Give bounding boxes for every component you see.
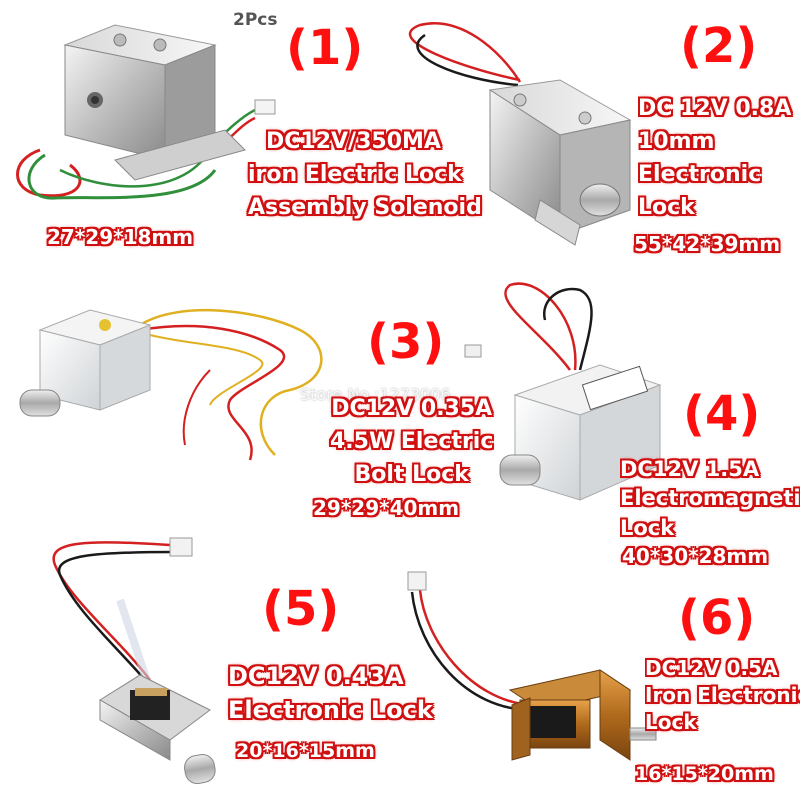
spec-line: Lock: [645, 710, 697, 734]
product-3-image: [19, 308, 323, 461]
spec-line: Electronic Lock: [228, 695, 433, 724]
product-2-number: (2): [680, 18, 758, 74]
spec-line: iron Electric Lock: [248, 162, 462, 187]
product-5-size: 20*16*15mm: [236, 740, 375, 762]
spec-line: DC12V 0.35A: [331, 396, 493, 421]
product-6-spec: DC12V 0.5A Iron Electronic Lock: [645, 655, 800, 736]
spec-line: DC 12V 0.8A: [638, 96, 792, 121]
product-3-spec: DC12V 0.35A 4.5W Electric Bolt Lock: [330, 392, 493, 491]
product-3-number: (3): [367, 314, 445, 370]
spec-line: DC12V 0.5A: [645, 656, 778, 680]
spec-line: 10mm: [638, 129, 715, 154]
product-6-size: 16*15*20mm: [635, 763, 774, 785]
product-4-spec: DC12V 1.5A Electromagnetic Lock: [620, 455, 800, 543]
spec-line: Iron Electronic: [645, 683, 800, 707]
spec-line: 4.5W Electric: [330, 429, 494, 454]
product-1-number: (1): [286, 20, 364, 76]
product-6-number: (6): [678, 590, 756, 646]
spec-line: Lock: [620, 515, 675, 540]
product-5-spec: DC12V 0.43A Electronic Lock: [228, 660, 433, 727]
spec-line: DC12V/350MA: [266, 129, 441, 154]
product-1-size: 27*29*18mm: [47, 225, 194, 249]
product-2-size: 55*42*39mm: [634, 232, 781, 256]
product-5-image: [52, 537, 216, 785]
spec-line: DC12V 0.43A: [228, 662, 404, 690]
spec-line: Assembly Solenoid: [248, 195, 482, 220]
product-5-number: (5): [262, 581, 340, 637]
spec-line: Electromagnetic: [620, 486, 800, 511]
product-1-spec: DC12V/350MA iron Electric Lock Assembly …: [248, 125, 482, 224]
product-3-size: 29*29*40mm: [313, 496, 460, 520]
product-2-image: [409, 22, 632, 246]
spec-line: DC12V 1.5A: [620, 457, 760, 481]
product-2-spec: DC 12V 0.8A 10mm Electronic Lock: [638, 92, 800, 224]
spec-line: Lock: [638, 195, 695, 220]
product-1-image: [16, 24, 276, 200]
product-4-image: [464, 282, 662, 501]
quantity-label: 2Pcs: [233, 10, 278, 30]
spec-line: Electronic: [638, 162, 762, 187]
spec-line: Bolt Lock: [354, 462, 469, 487]
product-4-number: (4): [683, 386, 761, 442]
store-watermark: Store No.:1273006: [300, 385, 451, 404]
product-4-size: 40*30*28mm: [622, 544, 769, 568]
product-6-image: [407, 571, 657, 761]
